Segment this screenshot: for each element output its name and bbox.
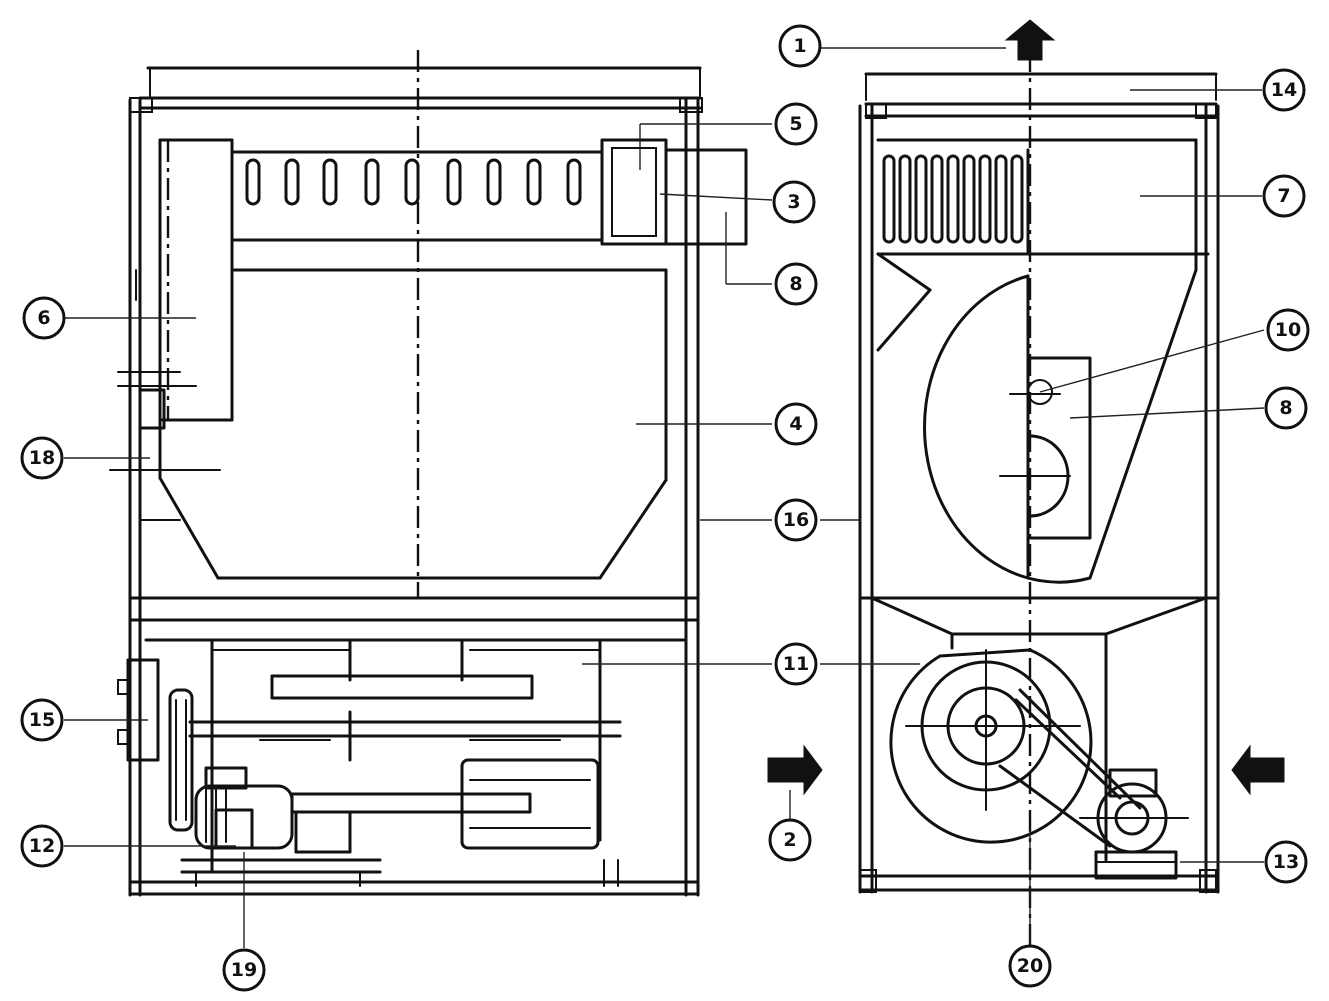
callout-19-label: 19 <box>231 959 257 981</box>
callout-11-label: 11 <box>783 653 809 675</box>
callout-8-right-label: 8 <box>1279 397 1292 419</box>
callout-3-label: 3 <box>787 191 800 213</box>
callout-11: 11 <box>774 642 818 686</box>
callout-16-label: 16 <box>783 509 809 531</box>
callout-20: 20 <box>1008 944 1052 988</box>
nozzle-slots <box>245 158 582 206</box>
callout-2-label: 2 <box>783 829 796 851</box>
callout-2: 2 <box>768 818 812 862</box>
callout-6-label: 6 <box>37 307 50 329</box>
callout-7-label: 7 <box>1277 185 1290 207</box>
callout-6: 6 <box>22 296 66 340</box>
callout-4: 4 <box>774 402 818 446</box>
callout-4-label: 4 <box>789 413 802 435</box>
callout-10: 10 <box>1266 308 1310 352</box>
callouts: 1 2 3 4 5 6 7 8 8 10 11 <box>20 24 1310 992</box>
callout-16: 16 <box>774 498 818 542</box>
callout-14-label: 14 <box>1271 79 1297 101</box>
callout-15-label: 15 <box>29 709 55 731</box>
callout-20-label: 20 <box>1017 955 1043 977</box>
callout-1: 1 <box>778 24 822 68</box>
callout-8-left: 8 <box>774 262 818 306</box>
exhaust-arrow <box>1004 19 1056 61</box>
callout-19: 19 <box>222 948 266 992</box>
callout-13: 13 <box>1264 840 1308 884</box>
callout-14: 14 <box>1262 68 1306 112</box>
callout-10-label: 10 <box>1275 319 1301 341</box>
intake-arrow-right <box>1231 744 1285 796</box>
callout-13-label: 13 <box>1273 851 1299 873</box>
callout-1-label: 1 <box>793 35 806 57</box>
callout-18-label: 18 <box>29 447 55 469</box>
callout-12: 12 <box>20 824 64 868</box>
callout-5: 5 <box>774 102 818 146</box>
callout-7: 7 <box>1262 174 1306 218</box>
leader-lines <box>64 47 1265 948</box>
callout-18: 18 <box>20 436 64 480</box>
left-view <box>109 50 748 897</box>
callout-5-label: 5 <box>789 113 802 135</box>
heater-coils <box>882 154 1024 244</box>
callout-8-right: 8 <box>1264 386 1308 430</box>
callout-15: 15 <box>20 698 64 742</box>
callout-3: 3 <box>772 180 816 224</box>
right-view <box>858 50 1220 950</box>
intake-arrow-left <box>767 744 823 796</box>
callout-12-label: 12 <box>29 835 55 857</box>
callout-8-left-label: 8 <box>789 273 802 295</box>
